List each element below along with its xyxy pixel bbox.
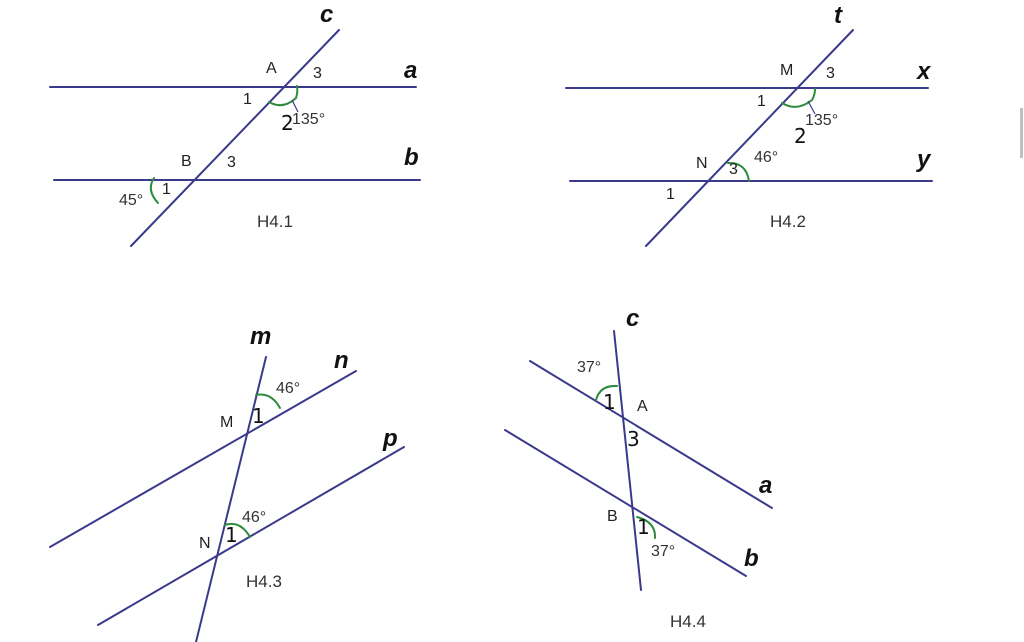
line-t-label: t bbox=[834, 2, 843, 29]
angle-label-a2: 2 bbox=[281, 111, 294, 135]
angle-arc-37-top bbox=[595, 384, 618, 401]
angle-tick bbox=[291, 99, 299, 113]
point-n-label: N bbox=[696, 155, 708, 172]
angle-label-m3: 3 bbox=[826, 65, 835, 82]
point-b-label: B bbox=[607, 508, 618, 525]
line-a bbox=[529, 360, 773, 509]
point-m-label: M bbox=[780, 62, 793, 79]
line-m-label: m bbox=[250, 323, 271, 350]
figure-caption: H4.3 bbox=[246, 572, 282, 591]
angle-value-37-bottom: 37° bbox=[651, 543, 675, 560]
figure-h4-1: c a b A B 3 1 2 3 1 135° 45° H4.1 bbox=[49, 1, 421, 247]
angle-label-n1: 1 bbox=[225, 523, 238, 547]
angle-arc-37-bottom bbox=[636, 516, 657, 539]
line-c-label: c bbox=[320, 1, 333, 28]
angle-label-m2: 2 bbox=[794, 124, 807, 148]
figure-h4-2: t x y M N 3 1 2 3 1 135° 46° H4.2 bbox=[565, 2, 933, 247]
angle-arc-46 bbox=[727, 161, 750, 182]
angle-value-37-top: 37° bbox=[577, 359, 601, 376]
angle-label-a1: 1 bbox=[603, 390, 616, 414]
figure-caption: H4.4 bbox=[670, 612, 706, 631]
figure-caption: H4.1 bbox=[257, 212, 293, 231]
line-m bbox=[195, 356, 267, 642]
angle-arc-45 bbox=[149, 177, 159, 204]
line-c bbox=[613, 330, 642, 591]
line-x-label: x bbox=[915, 58, 932, 85]
angle-value-46-bottom: 46° bbox=[242, 509, 266, 526]
angle-label-m1: 1 bbox=[252, 404, 265, 428]
angle-value-46: 46° bbox=[754, 149, 778, 166]
angle-tick bbox=[807, 100, 816, 115]
line-b-label: b bbox=[404, 144, 419, 171]
line-c bbox=[130, 29, 340, 247]
figure-h4-3: m n p M N 1 1 46° 46° H4.3 bbox=[49, 323, 405, 642]
angle-arc-135 bbox=[268, 85, 299, 107]
angle-arc-46-top bbox=[255, 393, 281, 409]
figure-caption: H4.2 bbox=[770, 212, 806, 231]
line-p-label: p bbox=[382, 425, 398, 452]
angle-label-a3: 3 bbox=[627, 427, 640, 451]
angle-arc-46-bottom bbox=[224, 522, 251, 538]
scrollbar-thumb[interactable] bbox=[1020, 108, 1023, 158]
line-a-label: a bbox=[404, 57, 417, 84]
angle-value-46-top: 46° bbox=[276, 380, 300, 397]
point-n-label: N bbox=[199, 535, 211, 552]
angle-label-b1: 1 bbox=[162, 181, 171, 198]
angle-value-135: 135° bbox=[292, 111, 325, 128]
point-a-label: A bbox=[266, 60, 277, 77]
angle-label-b1: 1 bbox=[637, 515, 650, 539]
angle-label-m1: 1 bbox=[757, 93, 766, 110]
line-b bbox=[504, 429, 747, 577]
line-b-label: b bbox=[744, 545, 759, 572]
angle-value-45: 45° bbox=[119, 192, 143, 209]
line-c-label: c bbox=[626, 305, 639, 332]
angle-label-n3: 3 bbox=[729, 161, 738, 178]
line-a-label: a bbox=[759, 472, 772, 499]
point-b-label: B bbox=[181, 153, 192, 170]
line-n bbox=[49, 370, 357, 548]
angle-arc-135 bbox=[781, 88, 816, 108]
line-n-label: n bbox=[334, 347, 349, 374]
line-y-label: y bbox=[916, 146, 932, 173]
angle-label-a1: 1 bbox=[243, 91, 252, 108]
line-p bbox=[97, 446, 405, 626]
point-a-label: A bbox=[637, 398, 648, 415]
line-t bbox=[645, 29, 854, 247]
figure-h4-4: c a b A B 1 3 1 37° 37° H4.4 bbox=[504, 305, 773, 631]
angle-value-135: 135° bbox=[805, 112, 838, 129]
angle-label-b3: 3 bbox=[227, 154, 236, 171]
angle-label-a3: 3 bbox=[313, 65, 322, 82]
angle-label-n1: 1 bbox=[666, 186, 675, 203]
point-m-label: M bbox=[220, 414, 233, 431]
